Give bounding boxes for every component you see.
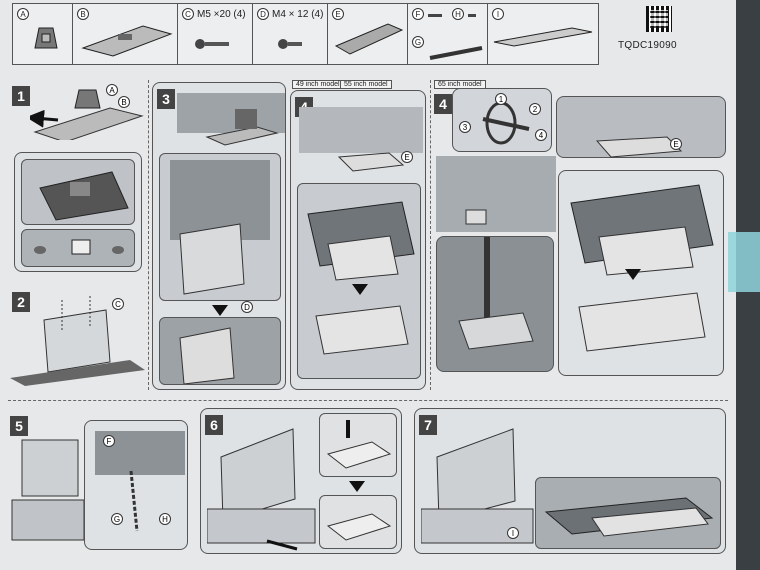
part-c-spec: M5 ×20 (4) bbox=[197, 8, 246, 20]
callout-f: F bbox=[103, 435, 115, 447]
part-cell-i: I bbox=[488, 4, 598, 64]
step-3-tv-back bbox=[177, 93, 285, 146]
step-number-4: 4 bbox=[535, 129, 547, 141]
tape-strip bbox=[728, 232, 760, 292]
step-number-1: 1 bbox=[495, 93, 507, 105]
step-1-number: 1 bbox=[12, 86, 30, 106]
callout-e-b: E bbox=[670, 138, 682, 150]
step-4b-tv bbox=[556, 96, 726, 158]
step-3-panel: 3 D bbox=[152, 82, 286, 390]
step-6-panel: 6 bbox=[200, 408, 402, 554]
separator bbox=[8, 400, 728, 401]
clamp-band-icon bbox=[428, 14, 483, 60]
down-arrow-icon bbox=[212, 305, 228, 316]
callout-g: G bbox=[111, 513, 123, 525]
document-code: TQDC19090 bbox=[618, 40, 677, 51]
part-b-label: B bbox=[77, 8, 89, 20]
tag-55-inch: 55 inch model bbox=[340, 80, 392, 89]
step-3-result bbox=[159, 317, 281, 385]
part-d-spec: M4 × 12 (4) bbox=[272, 8, 324, 20]
screw-m5-icon bbox=[195, 39, 229, 49]
step-1-detail-bottom bbox=[21, 229, 135, 267]
part-f-label: F bbox=[412, 8, 424, 20]
step-5-tv-illustration bbox=[11, 439, 85, 541]
step-1-detail bbox=[14, 152, 142, 272]
step-7-panel: 7 I bbox=[414, 408, 726, 554]
step-1-detail-top bbox=[21, 159, 135, 225]
callout-a: A bbox=[106, 84, 118, 96]
step-4-panel-a: 4 E bbox=[290, 90, 426, 390]
step-1-base-illustration bbox=[30, 89, 144, 140]
separator bbox=[430, 80, 431, 390]
qr-code-icon bbox=[646, 6, 672, 32]
part-h-label: H bbox=[452, 8, 464, 20]
step-7-tv-illustration bbox=[421, 428, 534, 544]
step-4b-number: 4 bbox=[434, 94, 452, 114]
callout-b: B bbox=[118, 96, 130, 108]
step-4b-cable-detail bbox=[436, 236, 554, 372]
part-cell-e: E bbox=[328, 4, 408, 64]
part-cell-fgh: F H G bbox=[408, 4, 488, 64]
plate-icon bbox=[493, 27, 593, 47]
step-3-number: 3 bbox=[157, 89, 175, 109]
callout-e-a: E bbox=[401, 151, 413, 163]
step-number-2: 2 bbox=[529, 103, 541, 115]
step-4b-detail bbox=[558, 170, 724, 376]
callout-d: D bbox=[241, 301, 253, 313]
step-5-detail: F G H bbox=[84, 420, 188, 550]
step-4a-tv bbox=[299, 107, 423, 172]
step-4b-tv-back bbox=[436, 156, 556, 232]
cover-icon bbox=[334, 23, 404, 55]
stand-bracket-icon bbox=[34, 27, 58, 49]
step-2-illustration bbox=[10, 296, 145, 386]
step-3-detail bbox=[159, 153, 281, 301]
stand-base-icon bbox=[81, 25, 173, 57]
step-number-3: 3 bbox=[459, 121, 471, 133]
step-4a-detail bbox=[297, 183, 421, 379]
down-arrow-icon bbox=[625, 269, 641, 280]
screw-m4-icon bbox=[278, 39, 302, 49]
callout-i: I bbox=[507, 527, 519, 539]
step-6-number: 6 bbox=[205, 415, 223, 435]
down-arrow-icon bbox=[352, 284, 368, 295]
down-arrow-icon bbox=[349, 481, 365, 492]
step-6-detail-top bbox=[319, 413, 397, 477]
part-i-label: I bbox=[492, 8, 504, 20]
part-c-label: C bbox=[182, 8, 194, 20]
part-cell-b: B bbox=[73, 4, 178, 64]
part-d-label: D bbox=[257, 8, 269, 20]
part-g-label: G bbox=[412, 36, 424, 48]
tag-49-inch: 49 inch model bbox=[292, 80, 344, 89]
cable-routing-detail: 1 2 3 4 bbox=[452, 88, 552, 152]
step-2-number: 2 bbox=[12, 292, 30, 312]
separator bbox=[148, 80, 149, 390]
part-cell-a: A bbox=[13, 4, 73, 64]
step-5-number: 5 bbox=[10, 416, 28, 436]
callout-h: H bbox=[159, 513, 171, 525]
step-7-detail bbox=[535, 477, 721, 549]
part-e-label: E bbox=[332, 8, 344, 20]
step-6-tv-illustration bbox=[207, 428, 316, 551]
step-6-detail-bottom bbox=[319, 495, 397, 549]
callout-c: C bbox=[112, 298, 124, 310]
part-a-label: A bbox=[17, 8, 29, 20]
step-7-number: 7 bbox=[419, 415, 437, 435]
